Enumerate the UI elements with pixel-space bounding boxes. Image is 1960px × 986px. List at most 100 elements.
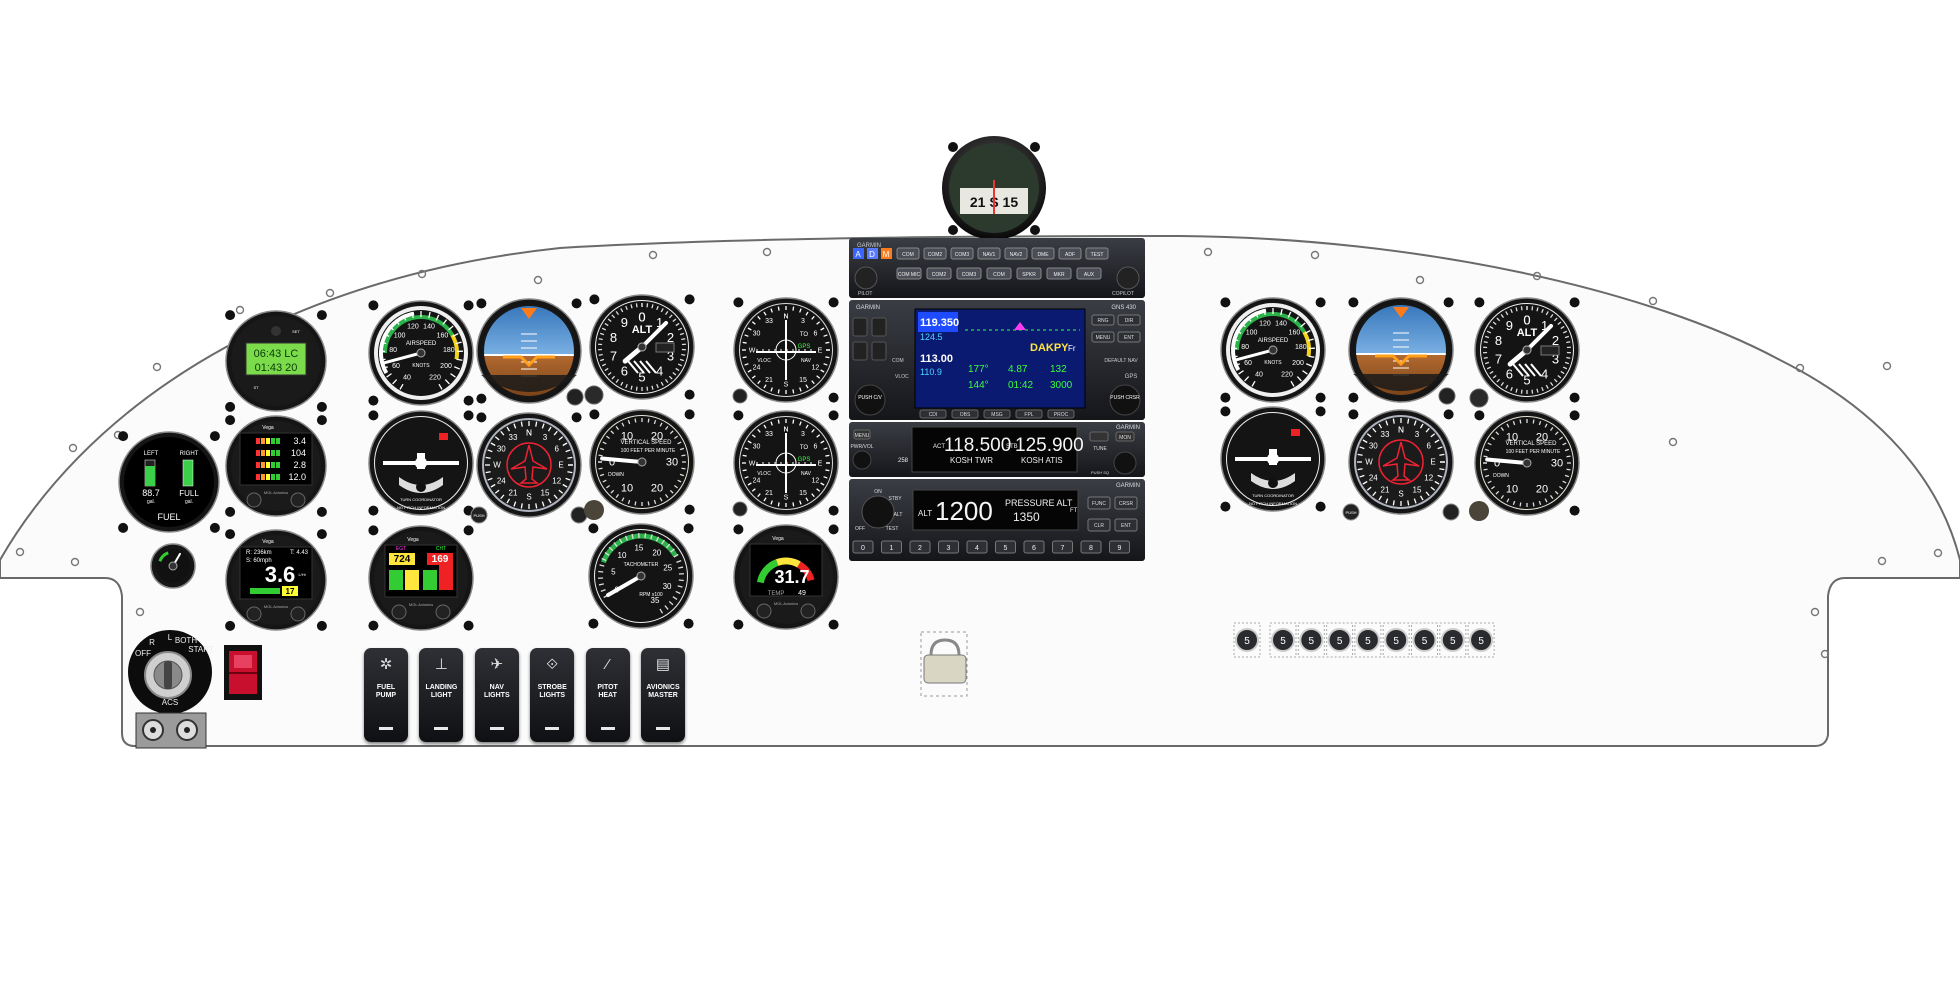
obs-knob[interactable]	[732, 501, 748, 517]
vega-right-knob[interactable]	[290, 492, 306, 508]
gps-key[interactable]	[1091, 331, 1115, 343]
mount-screw	[588, 618, 599, 629]
breaker-frame	[1467, 622, 1495, 658]
xpdr-key[interactable]	[1087, 496, 1111, 510]
master-switch[interactable]	[224, 645, 262, 700]
rocker-switch[interactable]: ⟐STROBE LIGHTS	[530, 648, 575, 742]
vega-right-knob[interactable]	[435, 604, 451, 620]
gps-com-flipflop[interactable]	[852, 317, 868, 337]
attitude-knob[interactable]	[1438, 387, 1456, 405]
circuit-breaker[interactable]	[1327, 628, 1352, 652]
gps-softkey[interactable]	[983, 409, 1011, 419]
audio-row2-button[interactable]	[986, 267, 1012, 280]
circuit-breaker[interactable]	[1235, 628, 1259, 652]
headset-jacks[interactable]	[135, 712, 207, 749]
gauge-label: TEMP	[768, 591, 785, 597]
attitude-knob[interactable]	[566, 388, 584, 406]
audio-d-button[interactable]	[867, 248, 878, 259]
xpdr-mode-knob[interactable]	[861, 495, 895, 529]
rocker-switch[interactable]: ▤AVIONICS MASTER	[641, 648, 685, 742]
gps-key[interactable]	[1117, 314, 1141, 326]
xpdr-digit-button[interactable]	[1023, 540, 1045, 554]
circuit-breaker[interactable]	[1271, 628, 1295, 652]
circuit-breaker[interactable]	[1469, 628, 1494, 652]
rocker-switch[interactable]: ⊥LANDING LIGHT	[419, 648, 464, 742]
copilot-volume-knob[interactable]	[1116, 266, 1140, 290]
audio-row2-button[interactable]	[956, 267, 982, 280]
rocker-switch[interactable]: ⁄PITOT HEAT	[585, 648, 630, 742]
mount-screw	[1348, 392, 1359, 403]
gps-left-knob[interactable]	[854, 384, 886, 416]
attitude-indicator-left	[476, 298, 584, 406]
xpdr-digit-button[interactable]	[938, 540, 959, 554]
vega-left-knob[interactable]	[391, 604, 407, 620]
vega-left-knob[interactable]	[246, 492, 262, 508]
gps-key[interactable]	[1117, 331, 1141, 343]
xpdr-key[interactable]	[1114, 496, 1138, 510]
vega-right-knob[interactable]	[290, 606, 306, 622]
xpdr-digit-button[interactable]	[995, 540, 1016, 554]
rocker-switch[interactable]: ✈NAV LIGHTS	[474, 648, 519, 742]
gauge-label: MGL Avionics	[774, 601, 798, 606]
gps-vloc-mute[interactable]	[871, 341, 887, 361]
comm-mon-button[interactable]	[1115, 431, 1135, 442]
vega-left-knob[interactable]	[756, 603, 772, 619]
audio-row2-button[interactable]	[1016, 267, 1042, 280]
audio-row1-button[interactable]	[1085, 247, 1109, 260]
gps-right-knob[interactable]	[1109, 384, 1141, 416]
audio-row1-button[interactable]	[1031, 247, 1055, 260]
audio-m-button[interactable]	[881, 248, 892, 259]
gps-softkey[interactable]	[1015, 409, 1043, 419]
glovebox-latch[interactable]	[920, 631, 968, 697]
comm-volume-knob[interactable]	[852, 450, 872, 470]
circuit-breaker[interactable]	[1299, 628, 1324, 652]
xpdr-digit-button[interactable]	[852, 540, 874, 554]
altimeter-knob[interactable]	[584, 385, 604, 405]
gps-softkey[interactable]	[951, 409, 979, 419]
xpdr-digit-button[interactable]	[881, 540, 902, 554]
gps-key[interactable]	[1091, 314, 1115, 326]
audio-row2-button[interactable]	[1046, 267, 1072, 280]
heading-push-knob[interactable]	[1342, 503, 1360, 521]
gauge-label: 15	[799, 377, 807, 384]
audio-row2-button[interactable]	[926, 267, 952, 280]
gps-softkey[interactable]	[919, 409, 947, 419]
pilot-volume-knob[interactable]	[854, 266, 878, 290]
circuit-breaker[interactable]	[1355, 628, 1380, 652]
circuit-breaker[interactable]	[1440, 628, 1465, 652]
gps-com-mute[interactable]	[871, 317, 887, 337]
audio-row2-button[interactable]	[1076, 267, 1102, 280]
comm-menu-button[interactable]	[853, 429, 871, 440]
comm-tune-knob[interactable]	[1113, 451, 1137, 475]
xpdr-digit-button[interactable]	[1080, 540, 1102, 554]
xpdr-digit-button[interactable]	[1109, 540, 1130, 554]
xpdr-digit-button[interactable]	[1052, 540, 1073, 554]
xpdr-digit-button[interactable]	[966, 540, 988, 554]
gps-softkey[interactable]	[1047, 409, 1075, 419]
obs-knob[interactable]	[732, 388, 748, 404]
audio-row1-button[interactable]	[896, 247, 920, 260]
audio-a-button[interactable]	[853, 248, 864, 259]
audio-row1-button[interactable]	[923, 247, 947, 260]
audio-row1-button[interactable]	[977, 247, 1001, 260]
comm-flip-button[interactable]	[1089, 431, 1109, 442]
xpdr-digit-button[interactable]	[909, 540, 931, 554]
vega-left-knob[interactable]	[246, 606, 262, 622]
rocker-indicator	[545, 727, 560, 730]
audio-row1-button[interactable]	[1004, 247, 1028, 260]
circuit-breaker[interactable]	[1412, 628, 1437, 652]
vega-right-knob[interactable]	[800, 603, 816, 619]
gps-vloc-flipflop[interactable]	[852, 341, 868, 361]
heading-bug-knob[interactable]	[1442, 503, 1460, 521]
xpdr-key[interactable]	[1114, 518, 1138, 532]
circuit-breaker[interactable]	[1384, 628, 1409, 652]
audio-row1-button[interactable]	[950, 247, 974, 260]
rocker-switch[interactable]: ✲FUEL PUMP	[364, 648, 408, 742]
altimeter-knob[interactable]	[1469, 388, 1489, 408]
xpdr-key[interactable]	[1087, 518, 1111, 532]
audio-row1-button[interactable]	[1058, 247, 1082, 260]
audio-row2-button[interactable]	[896, 267, 922, 280]
heading-push-knob[interactable]	[470, 506, 488, 524]
gauge-label: DOWN	[608, 472, 624, 478]
